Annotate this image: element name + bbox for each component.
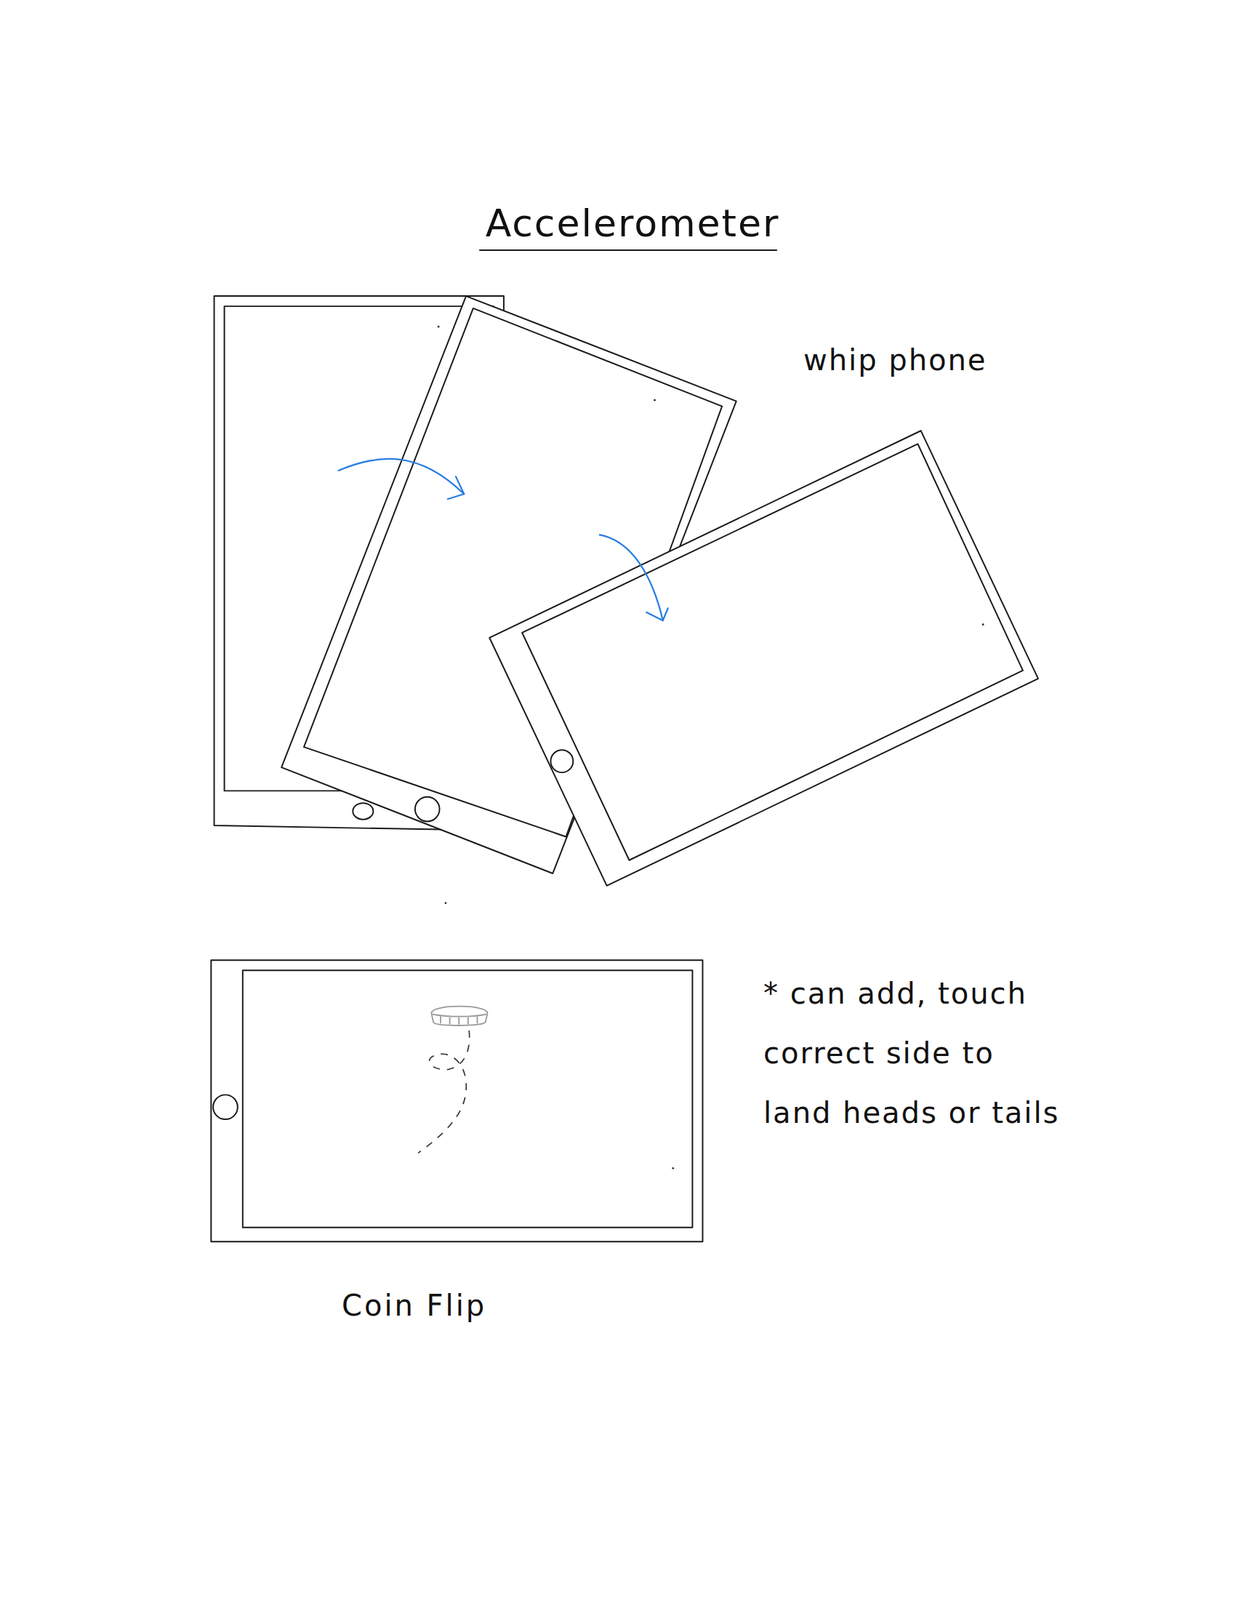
caption-label: Coin Flip	[341, 1286, 487, 1324]
title-underline	[479, 249, 778, 251]
phone-coin-flip	[210, 959, 703, 1242]
motion-arrows	[338, 458, 669, 621]
phone-landscape	[489, 430, 1039, 886]
note: * can add, touch correct side to land he…	[763, 963, 1069, 1143]
coin-trajectory	[418, 1030, 470, 1153]
annotation: whip phone	[803, 341, 987, 379]
title: Accelerometer	[450, 203, 815, 243]
coin	[431, 1006, 488, 1026]
